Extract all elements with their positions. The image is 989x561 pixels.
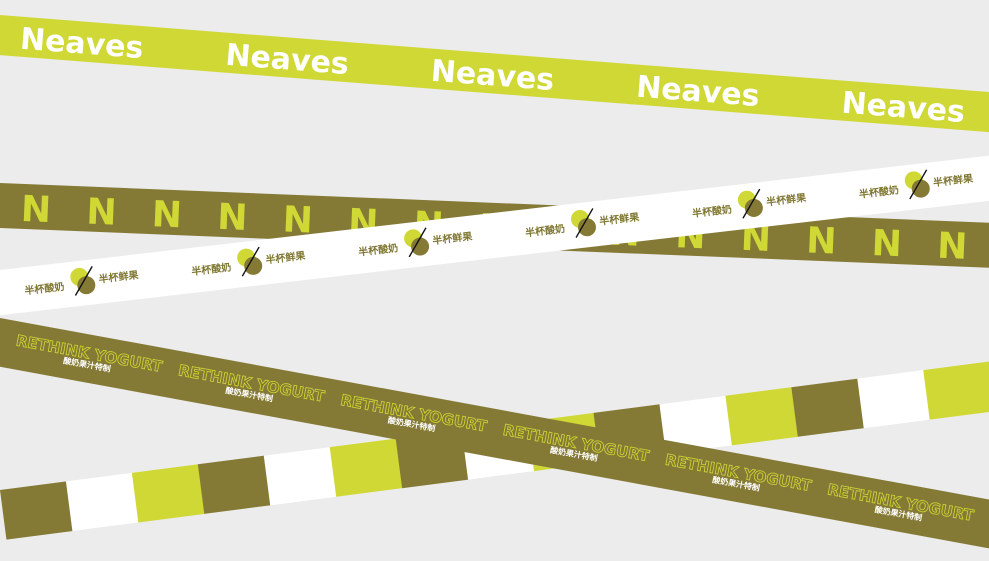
logo-circle-olive (744, 198, 763, 217)
logo-slash (575, 208, 594, 238)
stripe-segment (923, 361, 989, 420)
logo-icon (237, 246, 263, 277)
stripe-segment (65, 472, 139, 532)
letter-mark: N (20, 189, 52, 231)
logo-slash (74, 266, 93, 296)
tape-band (0, 314, 989, 561)
logo-icon (404, 227, 430, 258)
stripe-segment (659, 395, 733, 454)
logo-icon (70, 266, 96, 296)
logo-circle-olive (411, 237, 430, 256)
letter-mark: N (151, 194, 183, 236)
letter-mark: N (86, 192, 118, 234)
logo-slash (408, 227, 427, 258)
stripe-segment (329, 438, 403, 497)
logo-slash (742, 188, 761, 219)
stripe-segment (725, 387, 799, 446)
logo-slash (909, 169, 928, 200)
logo-circle-olive (577, 218, 596, 237)
logo-icon (570, 208, 596, 238)
letter-mark: N (806, 220, 838, 262)
letter-mark: N (871, 223, 903, 265)
stripe-segment (857, 370, 931, 429)
stripe-segment (791, 378, 865, 437)
logo-circle-olive (77, 276, 96, 295)
logo-icon (904, 169, 930, 200)
stripe-segment (263, 447, 337, 506)
logo-tape: 半杯酸奶半杯鲜果半杯酸奶半杯鲜果半杯酸奶半杯鲜果半杯酸奶半杯鲜果半杯酸奶半杯鲜果… (0, 145, 989, 318)
logo-circle-olive (244, 256, 263, 275)
stripe-segment (0, 481, 73, 540)
logo-circle-olive (911, 179, 930, 198)
logo-slash (241, 246, 260, 277)
stripe-segment (131, 464, 205, 523)
stripe-segment (197, 455, 271, 514)
logo-icon (737, 188, 763, 219)
letter-mark: N (216, 197, 248, 239)
tape-band (0, 13, 989, 139)
letter-mark: N (936, 226, 968, 268)
